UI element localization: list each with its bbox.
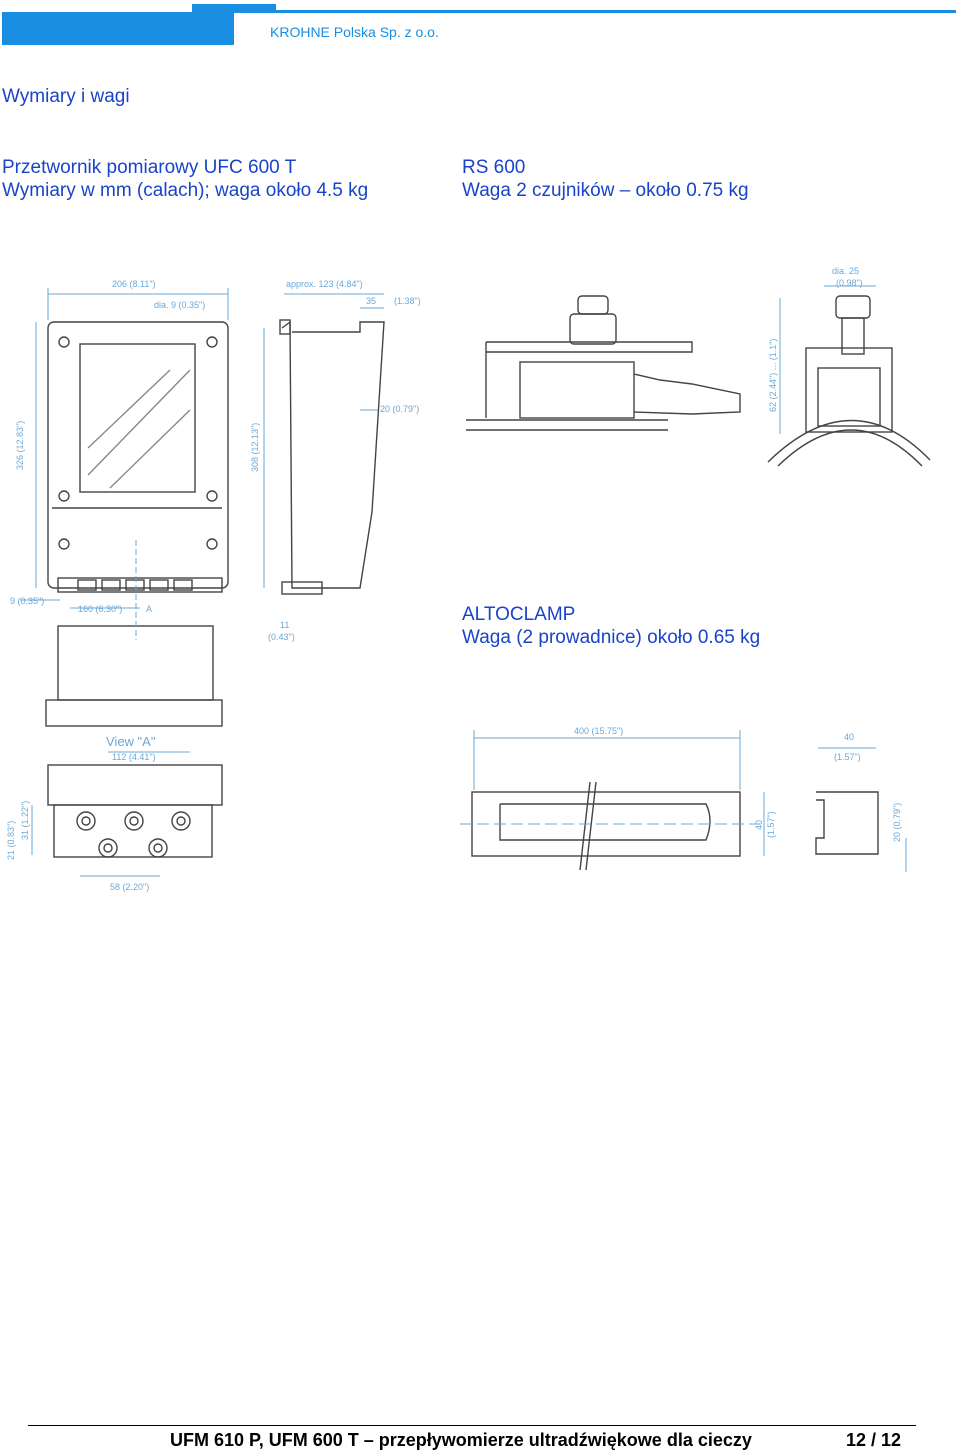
dim-11-in: (0.43") <box>268 632 295 642</box>
header-rule <box>192 10 956 13</box>
dim-40-top-in: (1.57") <box>834 752 861 762</box>
dim-62: 62 (2.44") ... (1.1") <box>768 339 778 412</box>
dim-20: 20 (0.79") <box>380 404 419 414</box>
dim-160: 160 (6.30") <box>78 604 122 614</box>
dim-400: 400 (15.75") <box>574 726 623 736</box>
dim-21: 21 (0.83") <box>6 821 16 860</box>
view-a-label: View "A" <box>106 734 156 749</box>
dim-40-side: 40 <box>754 820 764 830</box>
dim-20-vertical: 20 (0.79") <box>892 803 902 842</box>
footer-title: UFM 610 P, UFM 600 T – przepływomierze u… <box>170 1430 752 1450</box>
page-number: 12 / 12 <box>846 1430 902 1450</box>
rs-subtitle: Waga 2 czujników – około 0.75 kg <box>462 180 749 201</box>
altoclamp-drawing: 400 (15.75") 40 (1.57") 40 (1.57") 20 (0… <box>460 726 907 872</box>
section-title: Wymiary i wagi <box>2 86 130 107</box>
dim-1-38: (1.38") <box>394 296 421 306</box>
view-a-marker: A <box>146 604 152 614</box>
dim-approx123: approx. 123 (4.84") <box>286 279 363 289</box>
footer-rule <box>28 1425 916 1426</box>
dim-31: 31 (1.22") <box>20 801 30 840</box>
dim-40-side-in: (1.57") <box>766 811 776 838</box>
header-brand-bar <box>2 12 234 45</box>
dim-206: 206 (8.11") <box>112 279 156 289</box>
dim-35: 35 <box>366 296 376 306</box>
rs-title: RS 600 <box>462 157 526 178</box>
dim-9: 9 (0.35") <box>10 596 44 606</box>
dim-dia25-in: (0.98") <box>836 278 863 288</box>
header-accent-tab <box>192 4 276 13</box>
dim-326: 326 (12.83") <box>15 421 25 470</box>
housing-front <box>47 321 229 589</box>
rs600-drawing: dia. 25 (0.98") 62 (2.44") ... (1.1") <box>466 266 931 467</box>
altoclamp-subtitle: Waga (2 prowadnice) około 0.65 kg <box>462 627 761 648</box>
dim-40-top: 40 <box>844 732 854 742</box>
housing-side <box>281 320 385 589</box>
dim-58: 58 (2.20") <box>110 882 149 892</box>
housing-bottom <box>57 625 214 701</box>
ufc-dimension-drawing: 206 (8.11") dia. 9 (0.35") approx. 123 (… <box>6 279 421 892</box>
ufc-title: Przetwornik pomiarowy UFC 600 T <box>2 157 297 178</box>
display-window <box>79 343 196 493</box>
altoclamp-title: ALTOCLAMP <box>462 604 576 625</box>
dim-dia9: dia. 9 (0.35") <box>154 300 205 310</box>
dim-308: 308 (12.13") <box>250 423 260 472</box>
view-a-panel <box>47 764 223 806</box>
dim-11: 11 <box>280 620 289 630</box>
dim-112: 112 (4.41") <box>112 752 156 762</box>
company-name: KROHNE Polska Sp. z o.o. <box>270 24 439 40</box>
dim-dia25: dia. 25 <box>832 266 859 276</box>
ufc-subtitle: Wymiary w mm (calach); waga około 4.5 kg <box>2 180 369 201</box>
